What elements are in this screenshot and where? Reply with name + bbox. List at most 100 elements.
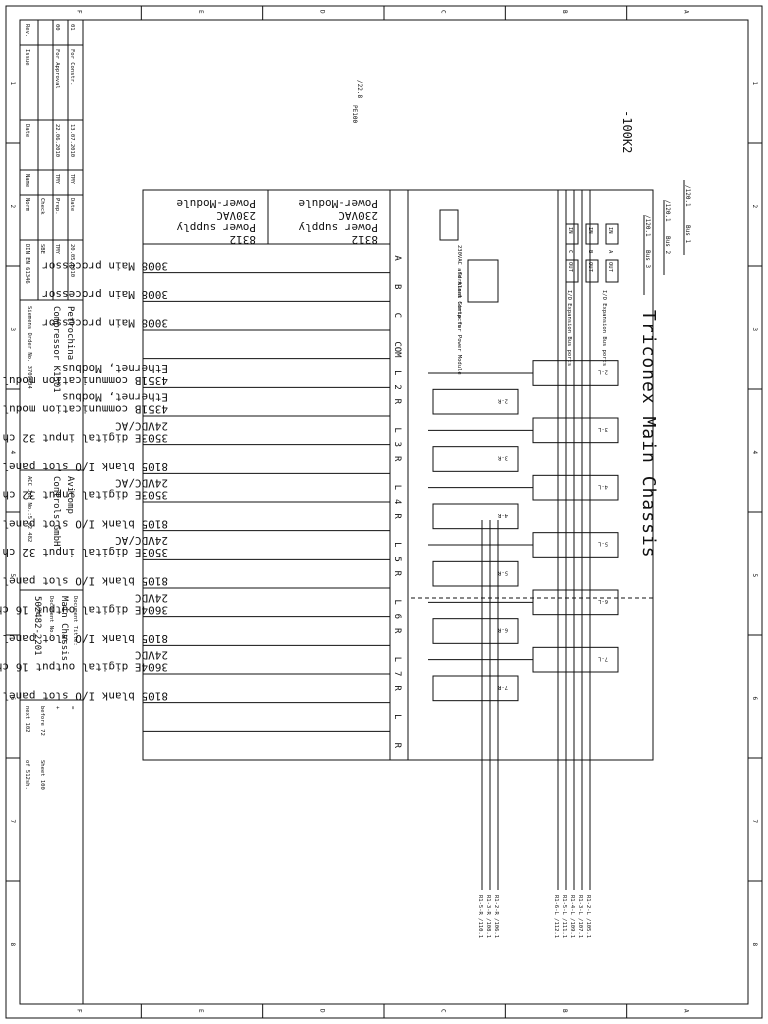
frame-row-bottom-4: 4 bbox=[9, 451, 16, 455]
tb-rev: 00 bbox=[54, 24, 60, 31]
power-module-l2: Power supply bbox=[298, 221, 378, 234]
slot-label-L: L bbox=[392, 485, 402, 490]
slot-module-8: 3503E digital input 32 ch.24VDC/AC bbox=[0, 477, 168, 502]
slot-tag-label-left: 6-L bbox=[597, 598, 608, 604]
top-ref-label: R1-3-L /107.1 bbox=[577, 895, 583, 938]
port-a-in-label: IN bbox=[607, 227, 613, 234]
chassis-outline bbox=[142, 189, 654, 761]
port-c-in-label: IN bbox=[567, 227, 573, 234]
slot-number-2: 2 bbox=[392, 384, 402, 389]
top-ref-label: R1-2-L /105.1 bbox=[585, 895, 591, 938]
tb-hdr-issue: Issue bbox=[24, 49, 30, 66]
frame-col-left-B: B bbox=[561, 10, 568, 14]
slot-module-line2: Ethernet, Modbus bbox=[62, 362, 168, 375]
slot-module-line1: 3008 Main processor bbox=[42, 259, 168, 272]
module-texts: 3008 Main processor 3008 Main processor 30… bbox=[0, 197, 378, 702]
slot-tag-label-right: 4-R bbox=[497, 512, 508, 518]
tb-date: 22.06.2010 bbox=[54, 124, 60, 157]
slot-module-line2: Ethernet, Modbus bbox=[62, 391, 168, 404]
slot-module-6: 3503E digital input 32 ch.24VDC/AC bbox=[0, 419, 168, 444]
slot-module-line2: 24VDC/AC bbox=[115, 477, 168, 490]
frame-col-left-F: F bbox=[76, 10, 83, 14]
power-module-l2: Power supply bbox=[176, 221, 256, 234]
port-b-out bbox=[585, 259, 599, 283]
slot-label-R: R bbox=[392, 628, 402, 634]
top-ref-right: R1-2-R /106.1 bbox=[493, 520, 499, 938]
slot-module-12: 3604E digital output 16 ch.24VDC bbox=[0, 591, 168, 616]
slot-label-L: L bbox=[392, 427, 402, 432]
slot-tag-6-R: 6-R bbox=[432, 618, 519, 644]
io-left-label-text: I/O Expansion Bus ports bbox=[601, 290, 607, 366]
slot-number-4: 4 bbox=[392, 499, 402, 504]
tb-company2: Controls GmbH bbox=[51, 476, 61, 546]
tb-acc-job: ACC Job No.:5 02 482 bbox=[26, 476, 32, 542]
slot-label-R: R bbox=[392, 399, 402, 405]
slot-tag-label-right: 7-R bbox=[497, 684, 508, 690]
bus1-label: Bus 1 bbox=[684, 225, 691, 243]
port-a-out-label: OUT bbox=[607, 262, 613, 273]
port-c-out-label: OUT bbox=[567, 262, 573, 273]
top-ref-right: R1-3-R /108.1 bbox=[485, 520, 491, 938]
slot-module-line1: 3604E digital output 16 ch. bbox=[0, 661, 168, 674]
tb-name: TMY bbox=[54, 174, 60, 185]
tb-lbl-date: Date bbox=[69, 198, 75, 211]
io-right-label: I/O Expansion Bus ports bbox=[566, 290, 572, 366]
bus2-label: Bus 2 bbox=[664, 236, 671, 254]
port-a-out bbox=[605, 259, 619, 283]
frame-row-top-2: 2 bbox=[751, 205, 758, 209]
tb-siemens: Siemens Order No. 3709034 bbox=[26, 306, 32, 389]
slot-module-line1: 3604E digital output 16 ch. bbox=[0, 603, 168, 616]
slot-module-line1: 8105 blank I/O slot panel bbox=[2, 632, 168, 645]
slot-tag-box-right bbox=[432, 446, 519, 472]
slot-module-line1: 8105 blank I/O slot panel bbox=[2, 689, 168, 702]
slot-module-line1: 3008 Main processor bbox=[42, 288, 168, 301]
io-right-label-text: I/O Expansion Bus ports bbox=[566, 290, 572, 366]
alarm-contacts-box bbox=[439, 209, 459, 241]
tb-date: 13.07.2010 bbox=[69, 124, 75, 157]
slot-module-2: 3008 Main processor bbox=[42, 317, 168, 330]
slot-tag-box-right bbox=[432, 675, 519, 702]
top-ref-left: R1-4-L /109.1 bbox=[569, 190, 575, 938]
port-a-letter: A bbox=[607, 250, 613, 254]
slot-tag-4-L: 4-L bbox=[428, 474, 619, 501]
slot-module-10: 3503E digital input 32 ch.24VDC/AC bbox=[0, 534, 168, 559]
slot-number-7: 7 bbox=[392, 671, 402, 676]
tb-hdr-date: Date bbox=[24, 124, 30, 137]
bus2-ref: /120.1 bbox=[664, 200, 671, 222]
slot-module-line2: 24VDC bbox=[135, 649, 168, 662]
slot-module-line1: 3008 Main processor bbox=[42, 317, 168, 330]
power-module-l4: Power-Module bbox=[177, 197, 256, 210]
tb-plus: + bbox=[54, 706, 60, 710]
frame-row-top-5: 5 bbox=[751, 574, 758, 578]
tb-lbl-check: Check bbox=[39, 198, 45, 215]
frame-col-left-D: D bbox=[318, 10, 325, 14]
power-tag: PE100 bbox=[351, 105, 358, 123]
tb-doc-no: 502482-2201 bbox=[32, 596, 42, 656]
frame-col-right-E: E bbox=[197, 1009, 204, 1013]
power-module-l3: 230VAC bbox=[216, 209, 256, 222]
tb-before: before 72 bbox=[39, 706, 45, 736]
slot-module-line2: 24VDC/AC bbox=[115, 534, 168, 547]
power-module-l4: Power-Module bbox=[299, 197, 378, 210]
slot-tag-3-R: 3-R bbox=[432, 446, 519, 472]
frame-col-right-C: C bbox=[440, 1009, 447, 1013]
tb-val-prep: TMY bbox=[54, 244, 60, 255]
power-module-l1: 8312 bbox=[230, 233, 257, 246]
alarm-contacts-label: 230VAC and Alarm Contacts bbox=[456, 245, 462, 328]
slot-tag-label-left: 3-L bbox=[597, 426, 608, 432]
tb-next: next 102 bbox=[24, 706, 30, 733]
tb-val-check: SBE bbox=[39, 244, 45, 254]
bus3-label: Bus 3 bbox=[644, 250, 651, 268]
slot-module-line1: 4351B communication modul bbox=[2, 403, 168, 416]
tb-rev: 01 bbox=[69, 24, 75, 31]
power-module-l3: 230VAC bbox=[338, 209, 378, 222]
port-a-in bbox=[605, 223, 619, 245]
slot-tag-2-R: 2-R bbox=[432, 388, 519, 415]
slot-module-line1: 8105 blank I/O slot panel bbox=[2, 460, 168, 473]
